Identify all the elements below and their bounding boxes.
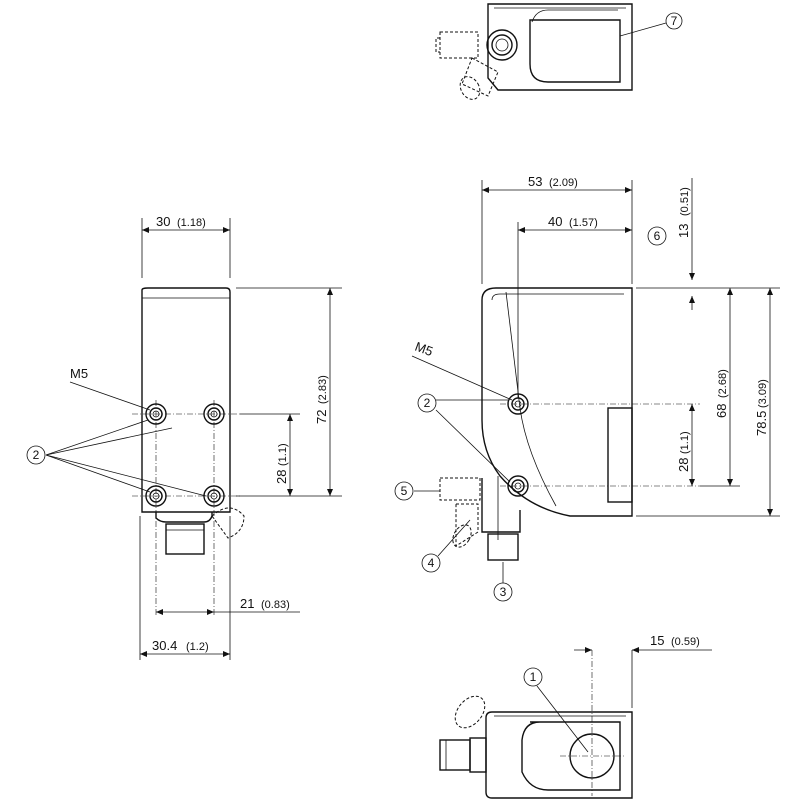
front-view bbox=[132, 287, 245, 616]
svg-text:1: 1 bbox=[530, 670, 537, 684]
top-view bbox=[435, 3, 667, 100]
svg-text:(1.2): (1.2) bbox=[186, 641, 209, 653]
callout-3: 3 bbox=[493, 562, 513, 602]
callout-7: 7 bbox=[665, 12, 683, 30]
svg-text:(2.09): (2.09) bbox=[549, 177, 578, 189]
svg-text:(1.1): (1.1) bbox=[679, 431, 691, 454]
svg-text:(0.83): (0.83) bbox=[261, 599, 290, 611]
callout-2-side: 2 bbox=[417, 393, 511, 483]
svg-text:(1.1): (1.1) bbox=[277, 443, 289, 466]
svg-text:(1.57): (1.57) bbox=[569, 217, 598, 229]
svg-text:28: 28 bbox=[676, 458, 691, 472]
bottom-view bbox=[439, 647, 712, 799]
dim-front-hole-spacing: 28 (1.1) bbox=[240, 413, 300, 496]
svg-text:53: 53 bbox=[528, 174, 542, 189]
svg-text:30: 30 bbox=[156, 214, 170, 229]
callout-5: 5 bbox=[394, 481, 440, 501]
dim-side-body-height: 68 (2.68) bbox=[636, 287, 780, 487]
svg-text:(1.18): (1.18) bbox=[177, 217, 206, 229]
svg-text:28: 28 bbox=[274, 470, 289, 484]
svg-text:30.4: 30.4 bbox=[152, 638, 177, 653]
side-thread-label: M5 bbox=[411, 339, 513, 401]
svg-text:(0.51): (0.51) bbox=[679, 187, 691, 216]
svg-text:3: 3 bbox=[500, 585, 507, 599]
dim-side-total-height: 78.5 (3.09) bbox=[636, 288, 780, 517]
svg-text:(0.59): (0.59) bbox=[671, 636, 700, 648]
svg-text:6: 6 bbox=[654, 229, 661, 243]
svg-text:4: 4 bbox=[428, 556, 435, 570]
svg-text:15: 15 bbox=[650, 633, 664, 648]
front-thread-label: M5 bbox=[69, 366, 151, 411]
svg-text:72: 72 bbox=[314, 410, 329, 424]
svg-text:(2.68): (2.68) bbox=[717, 369, 729, 398]
callout-6: 6 bbox=[647, 226, 667, 246]
dim-bottom-optic-offset: 15 (0.59) bbox=[650, 633, 700, 648]
dim-front-conn-offset: 21 (0.83) bbox=[156, 596, 300, 615]
dim-front-width-top: 30 (1.18) bbox=[141, 214, 231, 278]
svg-text:68: 68 bbox=[714, 404, 729, 418]
svg-text:2: 2 bbox=[33, 448, 40, 462]
dim-side-hole-x: 40 (1.57) bbox=[517, 214, 632, 398]
side-view bbox=[439, 287, 700, 561]
svg-text:21: 21 bbox=[240, 596, 254, 611]
dim-side-hole-spacing: 28 (1.1) bbox=[676, 404, 695, 486]
svg-text:2: 2 bbox=[424, 396, 431, 410]
svg-text:5: 5 bbox=[401, 484, 408, 498]
dim-front-width-bottom: 30.4 (1.2) bbox=[139, 516, 231, 660]
svg-text:(3.09): (3.09) bbox=[757, 379, 769, 408]
dim-front-height: 72 (2.83) bbox=[236, 287, 342, 497]
svg-text:M5: M5 bbox=[413, 339, 435, 359]
svg-text:M5: M5 bbox=[70, 366, 88, 381]
svg-text:(2.83): (2.83) bbox=[317, 375, 329, 404]
svg-text:78.5: 78.5 bbox=[754, 411, 769, 436]
dim-side-top-offset: 13 (0.51) bbox=[676, 178, 695, 310]
svg-text:13: 13 bbox=[676, 224, 691, 238]
svg-text:40: 40 bbox=[548, 214, 562, 229]
callout-2-front: 2 bbox=[26, 419, 207, 497]
dim-side-width: 53 (2.09) bbox=[481, 174, 633, 284]
svg-text:7: 7 bbox=[671, 14, 678, 28]
callout-4: 4 bbox=[421, 519, 471, 573]
callout-1: 1 bbox=[523, 667, 589, 753]
